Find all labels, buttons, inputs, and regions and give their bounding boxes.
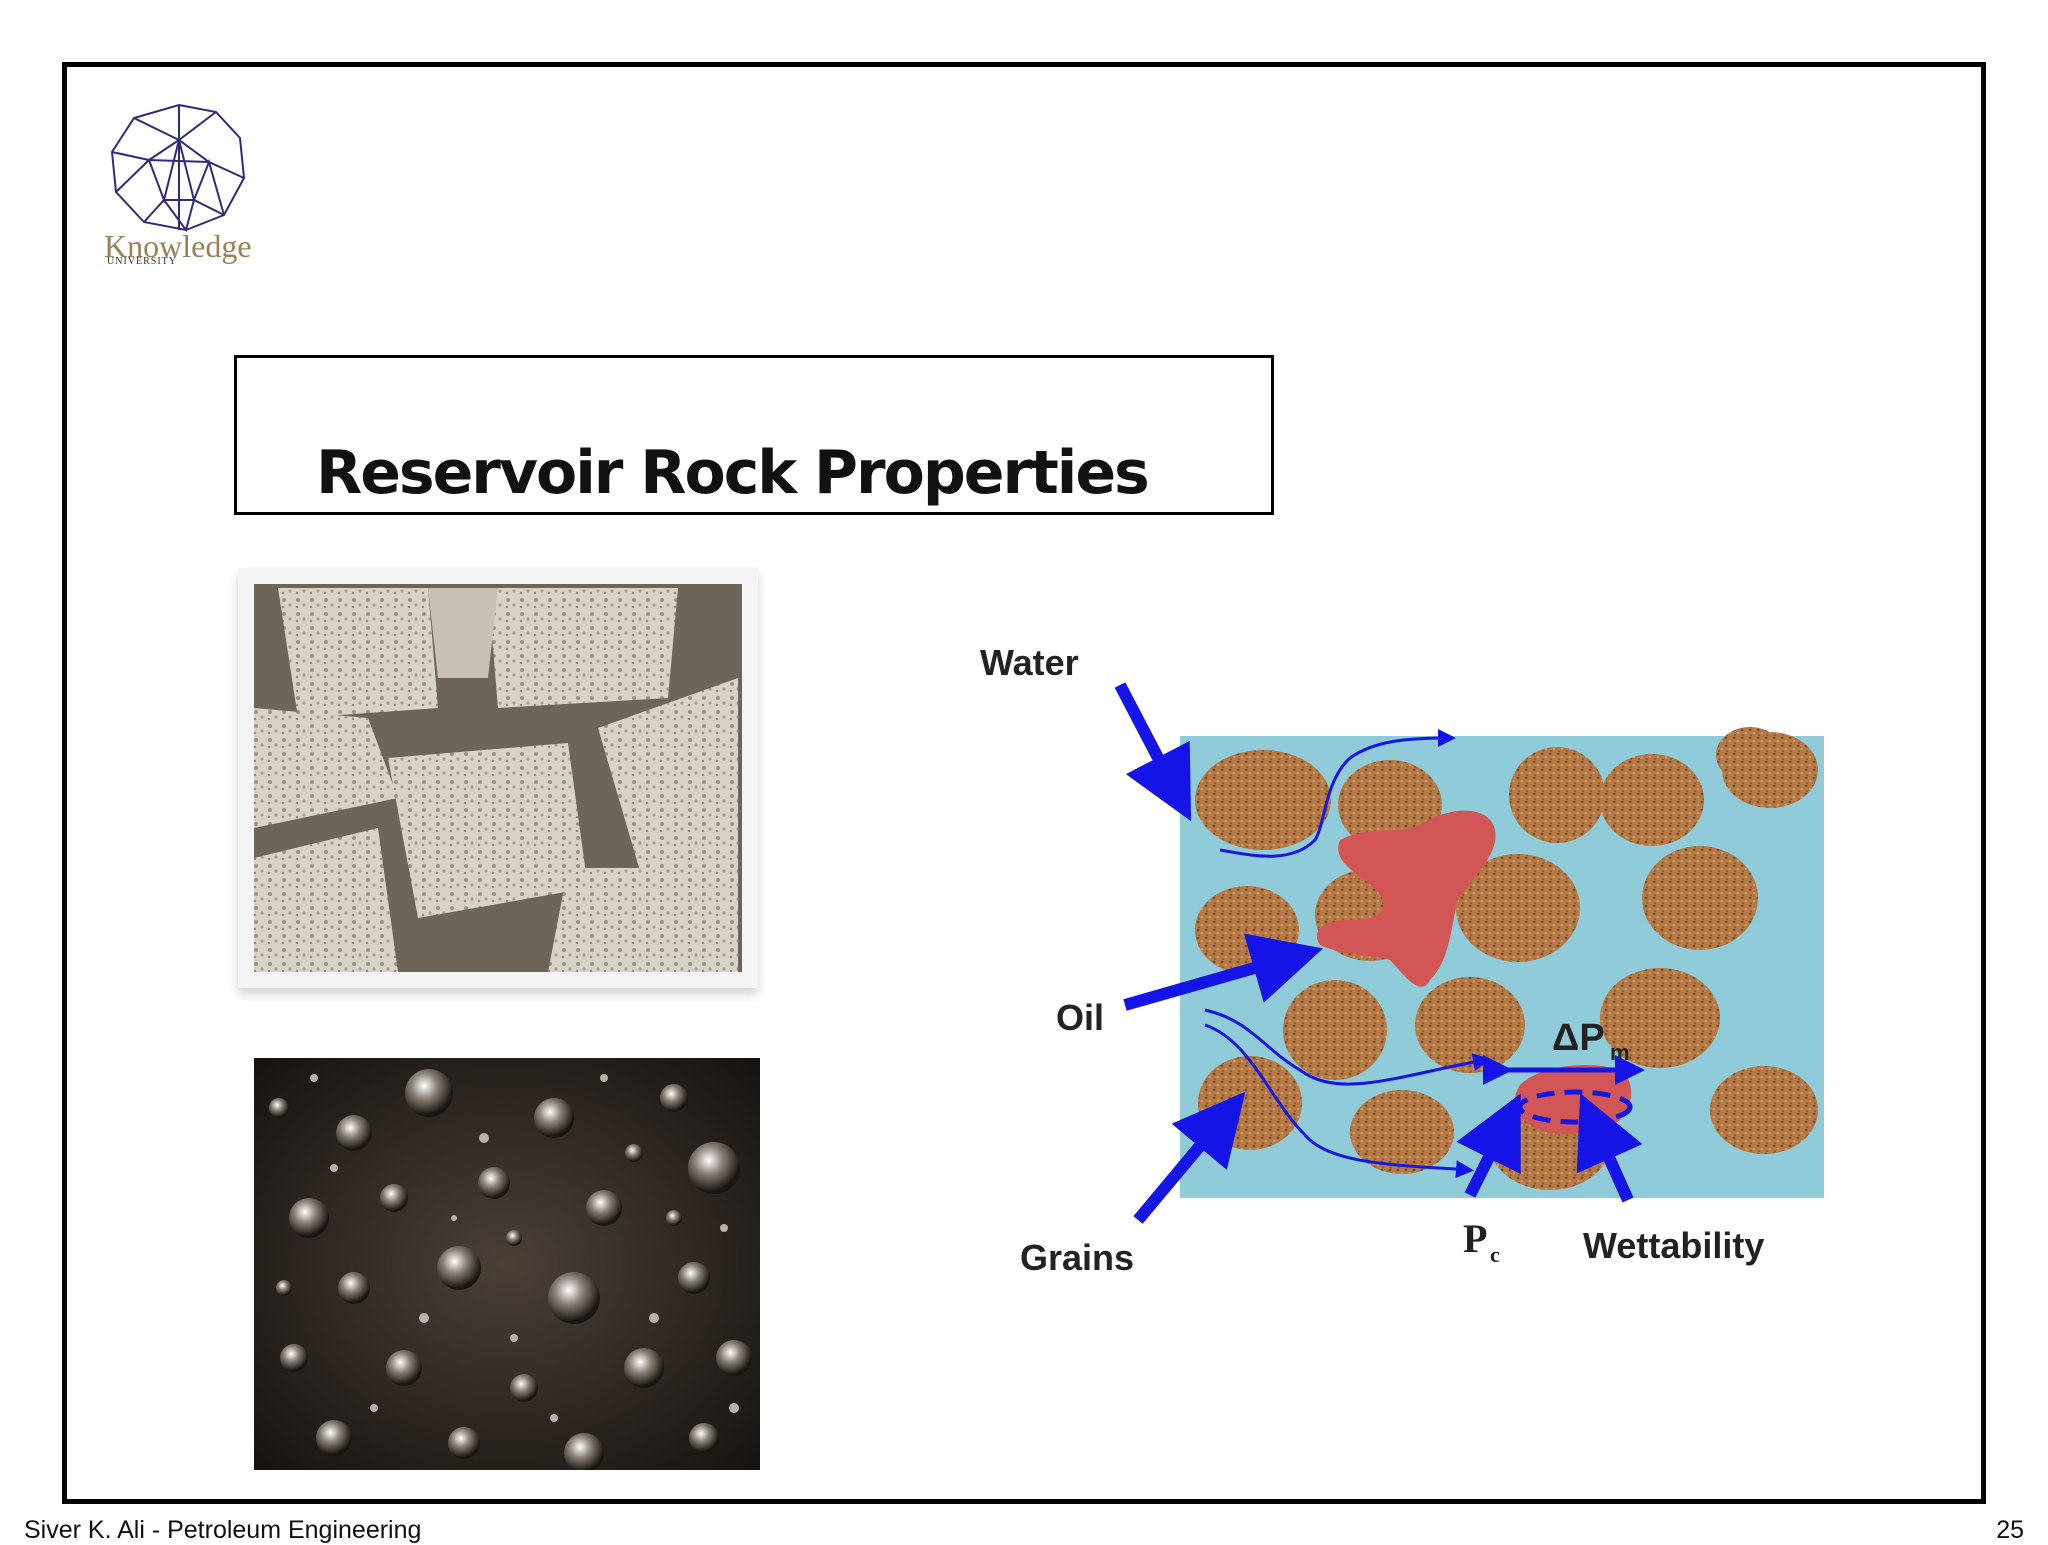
porous-rock-photo (238, 568, 758, 988)
university-logo (110, 103, 246, 233)
water-droplets-photo (254, 1058, 760, 1470)
label-oil: Oil (1056, 997, 1104, 1038)
label-pc-subscript: c (1490, 1242, 1500, 1267)
label-grains: Grains (1020, 1237, 1134, 1278)
footer-author: Siver K. Ali - Petroleum Engineering (24, 1516, 422, 1544)
slide-frame (62, 62, 1986, 1504)
title-box (234, 355, 1274, 515)
slide-title: Reservoir Rock Properties (316, 438, 1150, 508)
label-wettability: Wettability (1583, 1225, 1764, 1266)
label-delta-pm-subscript: m (1610, 1040, 1630, 1065)
label-pc: P (1463, 1216, 1487, 1261)
label-delta-pm: ΔP (1552, 1017, 1605, 1059)
label-arrows (1114, 682, 1643, 1224)
logo-name: Knowledge (104, 228, 252, 264)
pore-scale-diagram: Water Oil Grains Wettability P c ΔP m (980, 642, 1824, 1278)
page-number: 25 (1996, 1516, 2024, 1544)
logo-subtitle: UNIVERSITY (107, 256, 177, 267)
flow-lines (1204, 729, 1491, 1179)
wettability-contact (1517, 1089, 1633, 1125)
label-water: Water (980, 642, 1079, 683)
